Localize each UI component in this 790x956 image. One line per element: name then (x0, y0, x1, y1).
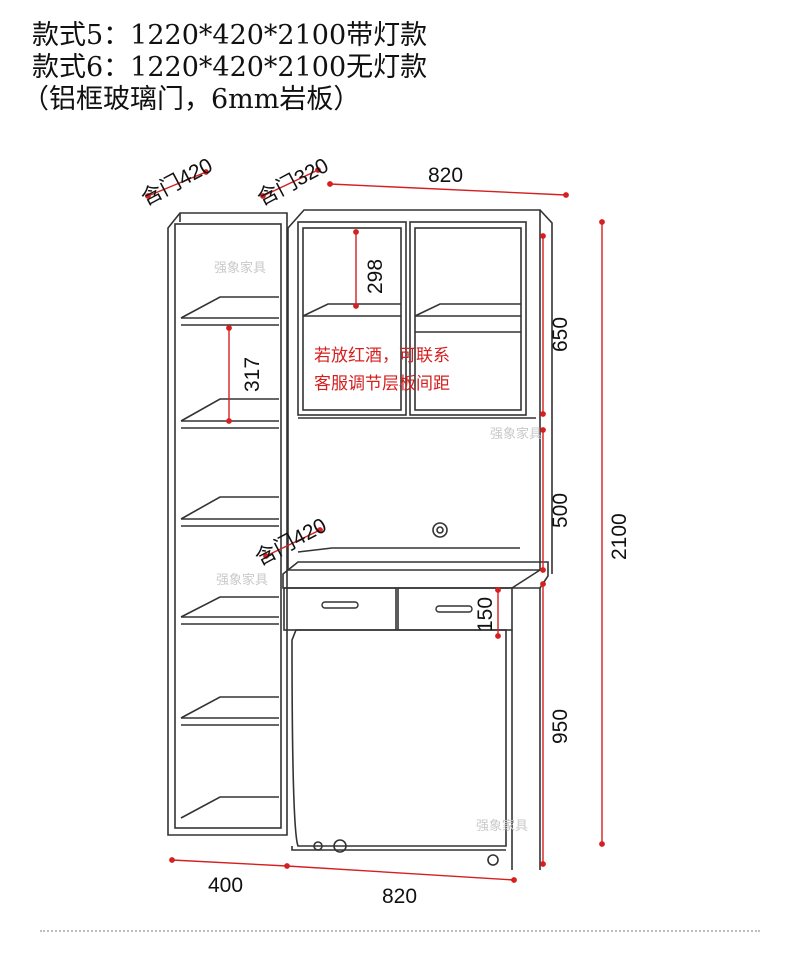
dim-mid-depth-line (262, 169, 319, 197)
caster-wheel-2 (333, 839, 347, 853)
dim-bottom-left-line (171, 859, 288, 867)
lower-cabinet-door (291, 629, 507, 847)
label-lower-height: 950 (549, 709, 572, 744)
label-bottom-width: 820 (382, 885, 417, 908)
caster-wheel-3 (487, 854, 499, 866)
label-drawer-height: 150 (474, 597, 497, 632)
dim-bottom-width-line (286, 865, 515, 881)
label-left-depth: 含门420 (138, 154, 217, 210)
spec-line-style5: 款式5：1220*420*2100带灯款 (32, 20, 428, 51)
label-total-height: 2100 (608, 513, 631, 560)
cable-grommet (432, 522, 448, 538)
watermark-4: 强象家具 (476, 818, 528, 834)
dim-desk-depth-line (265, 529, 321, 557)
left-bookcase-door-frame (174, 223, 282, 829)
watermark-3: 强象家具 (216, 572, 268, 588)
dim-top-width-line (329, 183, 567, 196)
watermark-2: 强象家具 (490, 426, 542, 442)
label-bottom-left-width: 400 (208, 874, 243, 897)
note-line-1: 若放红酒，可联系 (314, 346, 450, 366)
dotted-divider (40, 930, 760, 936)
spec-line-material: （铝框玻璃门，6mm岩板） (22, 84, 361, 115)
label-mid-depth: 含门320 (254, 154, 333, 210)
label-left-shelf: 317 (241, 357, 264, 392)
drawer-left-handle (321, 601, 359, 609)
hutch-side (539, 209, 553, 574)
glass-door-left-inner (302, 227, 402, 411)
label-middle-height: 500 (549, 493, 572, 528)
dimension-lines (145, 167, 605, 883)
label-upper-height: 650 (549, 317, 572, 352)
label-top-width: 820 (428, 164, 463, 187)
left-bookcase-body (167, 212, 288, 836)
cabinet-outline (167, 209, 553, 870)
drawer-handles (321, 601, 473, 613)
label-upper-shelf: 298 (364, 259, 387, 294)
upper-shelf-right (414, 303, 521, 317)
spec-line-style6: 款式6：1220*420*2100无灯款 (32, 52, 428, 83)
desk-top-slab (282, 561, 549, 589)
caster-wheel-1 (313, 841, 323, 851)
drawer-right-handle (435, 605, 473, 613)
watermark-1: 强象家具 (214, 260, 266, 276)
drawer-left (283, 587, 397, 631)
glass-door-right-inner (414, 227, 522, 411)
glass-door-right (409, 221, 527, 416)
dim-left-depth-line (147, 171, 207, 197)
upper-shelf-left (302, 303, 401, 317)
left-bookcase-shelves (180, 296, 279, 819)
note-line-2: 客服调节层板间距 (314, 374, 450, 394)
hutch-back-bottom (297, 547, 520, 553)
hutch-body (287, 209, 541, 571)
glass-door-left (297, 221, 407, 416)
